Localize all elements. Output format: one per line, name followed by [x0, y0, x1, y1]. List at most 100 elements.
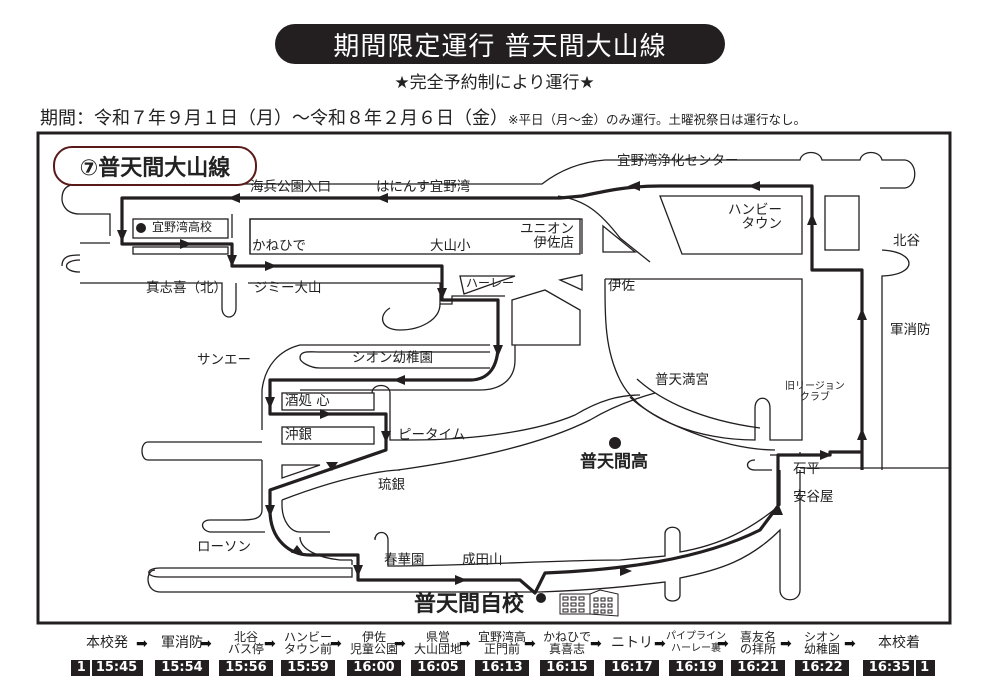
label-hanby: ハンビー タウン — [728, 202, 783, 233]
direction-arrow-icon — [620, 566, 632, 576]
arrow-right-icon: ➡ — [136, 636, 148, 652]
arrow-right-icon: ➡ — [590, 636, 602, 652]
timetable-stop: 県営 大山団地 16:05 — [406, 630, 470, 676]
route-name-badge: ⑦普天間大山線 — [53, 146, 257, 186]
map-frame — [36, 131, 952, 625]
stop-name: ハンビー タウン前 — [283, 630, 332, 656]
label-lawson: ローソン — [197, 539, 251, 555]
label-shunkaen: 春華園 — [384, 552, 425, 568]
building-icon — [559, 589, 619, 617]
label-chatan: 北谷 — [893, 233, 920, 249]
label-kanehide: かねひで — [252, 238, 306, 254]
stop-time: 15:59 — [281, 660, 335, 676]
label-regency: 旧リージョン クラブ — [785, 381, 845, 403]
label-ryugin: 琉銀 — [378, 477, 405, 493]
stop-time: 16:15 — [540, 660, 594, 676]
label-harley: ハーレー — [466, 276, 515, 290]
arrow-right-icon: ➡ — [264, 636, 276, 652]
direction-arrow-icon — [227, 255, 237, 267]
label-regency-2: クラブ — [799, 391, 830, 403]
arrow-right-icon: ➡ — [780, 636, 792, 652]
direction-arrow-icon — [291, 545, 303, 553]
label-adaniya: 安谷屋 — [793, 489, 834, 505]
label-okigin: 沖銀 — [285, 427, 312, 443]
direction-arrow-icon — [857, 428, 867, 440]
period-dates: 期間：令和７年９月１日（月）～令和８年２月６日（金） — [40, 108, 508, 129]
timetable-stop: 伊佐 児童公園 16:00 — [342, 630, 406, 676]
direction-arrow-icon — [117, 230, 127, 242]
direction-arrow-icon — [228, 193, 240, 203]
stop-name: 宜野湾高 正門前 — [477, 630, 526, 656]
label-ishihira: 石平 — [793, 461, 820, 477]
stop-time: 16:22 — [795, 660, 849, 676]
reservation-note: ★完全予約制により運行★ — [394, 73, 595, 93]
direction-arrow-icon — [180, 239, 192, 249]
stop-time: 15:54 — [155, 660, 209, 676]
stop-name: 軍消防 — [161, 635, 203, 651]
label-gunshobo: 軍消防 — [890, 322, 931, 338]
stop-time: 15:56 — [219, 660, 273, 676]
timetable-stop: かねひで 真喜志 16:15 — [535, 630, 599, 676]
stop-time: 16:00 — [347, 660, 401, 676]
label-zion: シオン幼稚園 — [352, 350, 433, 366]
direction-arrow-icon — [326, 462, 338, 471]
label-union-1: ユニオン — [520, 221, 574, 237]
label-hanby-1: ハンビー — [728, 202, 782, 218]
direction-arrow-icon — [265, 397, 275, 409]
direction-arrow-icon — [376, 193, 388, 203]
label-sakedokoro: 酒処 心 — [285, 393, 330, 409]
arrow-right-icon: ➡ — [330, 636, 342, 652]
route-arrows — [117, 181, 867, 585]
direction-arrow-icon — [455, 575, 467, 585]
label-futenma-hs: 普天間高 — [580, 452, 648, 472]
timetable-stop: 北谷 バス停 15:56 — [214, 630, 278, 676]
school-dot-icon — [609, 437, 621, 449]
label-jouka: 宜野湾浄化センター — [617, 153, 739, 169]
label-jimmy: ジミー大山 — [254, 280, 322, 296]
operation-period: 期間：令和７年９月１日（月）～令和８年２月６日（金）※平日（月～金）のみ運行。土… — [40, 104, 806, 130]
direction-arrow-icon — [773, 503, 783, 515]
stop-time: 16:17 — [605, 660, 659, 676]
timetable-stop: パイプライン ハーレー裏 16:19 — [664, 630, 728, 676]
arrow-right-icon: ➡ — [844, 636, 856, 652]
stop-name: パイプライン ハーレー裏 — [666, 631, 726, 654]
arrow-right-icon: ➡ — [717, 636, 729, 652]
school-dot-icon — [536, 593, 546, 603]
timetable-stop: ニトリ 16:17 — [600, 630, 664, 676]
timetable-stop: ハンビー タウン前 15:59 — [276, 630, 340, 676]
stop-time-value: 15:45 — [89, 660, 137, 676]
stop-name: 伊佐 児童公園 — [349, 630, 398, 656]
timetable-stop: 宜野湾高 正門前 16:13 — [470, 630, 534, 676]
timetable-stop: 軍消防 15:54 — [150, 630, 214, 676]
period-note: ※平日（月～金）のみ運行。土曜祝祭日は運行なし。 — [508, 112, 806, 127]
label-ginowan-hs: 宜野湾高校 — [152, 220, 213, 234]
stop-time: 16:21 — [731, 660, 785, 676]
bus-route — [120, 184, 864, 595]
direction-arrow-icon — [493, 345, 503, 357]
stop-name: かねひで 真喜志 — [542, 630, 591, 656]
label-peatime: ピータイム — [398, 427, 466, 443]
arrow-right-icon: ➡ — [394, 636, 406, 652]
school-dot-icon — [136, 223, 146, 233]
label-isa: 伊佐 — [608, 278, 635, 294]
bus-number-badge: 1 — [76, 660, 86, 675]
stop-name: 本校着 — [878, 635, 920, 651]
label-hanby-2: タウン — [741, 216, 783, 233]
route-map — [36, 131, 952, 625]
label-school: 普天間自校 — [414, 592, 525, 617]
direction-arrow-icon — [807, 213, 817, 225]
label-union-2: 伊佐店 — [533, 235, 575, 252]
block-ginowan-hs — [132, 218, 229, 239]
label-kaihei: 海兵公園入口 — [250, 179, 331, 195]
stop-time: 16:05 — [411, 660, 465, 676]
stop-time: 16:13 — [475, 660, 529, 676]
label-mashiki: 真志喜（北） — [146, 280, 227, 296]
direction-arrow-icon — [353, 565, 363, 577]
stop-time: 16:19 — [669, 660, 723, 676]
timetable-stop: 喜友名 の拝所 16:21 — [726, 630, 790, 676]
page-title: 期間限定運行 普天間大山線 — [275, 24, 725, 64]
